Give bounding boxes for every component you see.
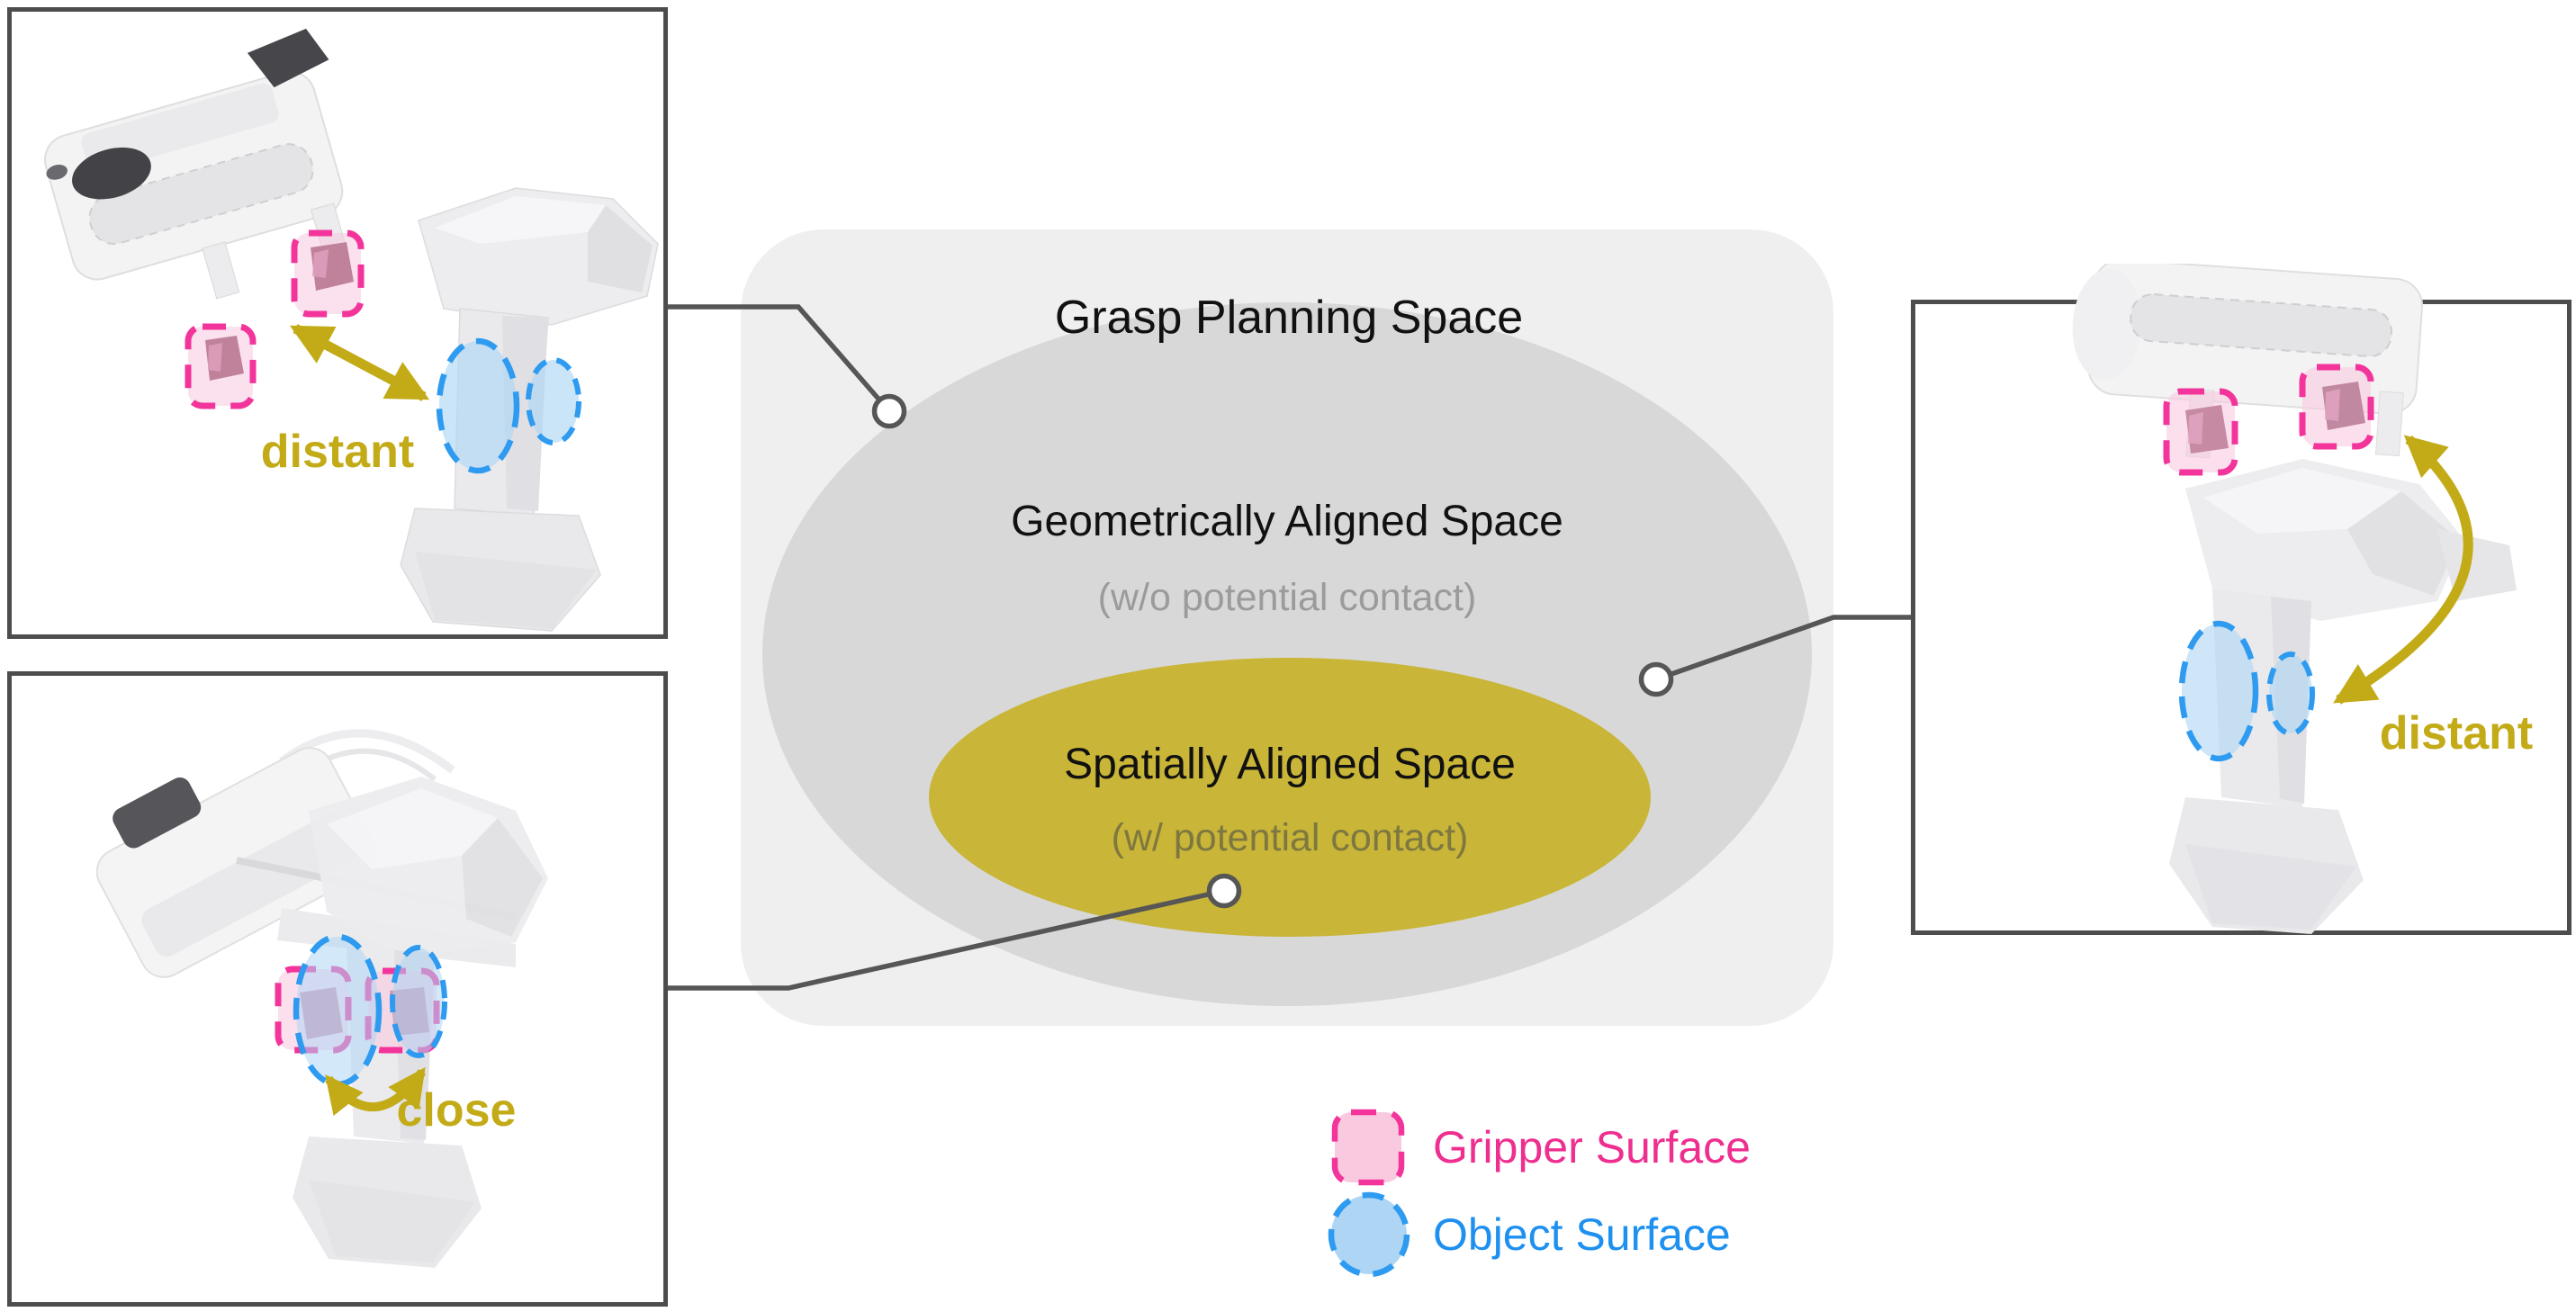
drill-nose bbox=[2437, 529, 2517, 601]
gripper-illustration bbox=[44, 28, 348, 300]
object-contact-patch bbox=[390, 945, 447, 1058]
distance-arrow bbox=[289, 324, 430, 401]
gripper-contact-patch bbox=[291, 229, 365, 318]
gripper-illustration bbox=[95, 729, 517, 978]
gripper-slot bbox=[2130, 293, 2392, 357]
geometrically-aligned-space-label: Geometrically Aligned Space bbox=[1011, 498, 1563, 545]
facet bbox=[2185, 844, 2356, 930]
facet bbox=[2072, 268, 2141, 381]
object-contact-patch bbox=[293, 933, 383, 1088]
panel-right-illustration: distant bbox=[2072, 264, 2533, 934]
object-contact-patch bbox=[2266, 652, 2315, 736]
gripper-finger-left bbox=[202, 241, 240, 300]
grasp-planning-space-label: Grasp Planning Space bbox=[1055, 292, 1523, 344]
legend-item-object-surface: Object Surface bbox=[1328, 1191, 1731, 1278]
facet bbox=[327, 788, 498, 869]
close-label: close bbox=[397, 1084, 517, 1137]
panel-bottom-left-close: close bbox=[7, 671, 668, 1307]
gripper-contact-patch bbox=[185, 323, 257, 409]
distance-label: distant bbox=[261, 426, 414, 478]
spatially-aligned-space-label: Spatially Aligned Space bbox=[1064, 741, 1516, 788]
close-arrow bbox=[325, 1066, 427, 1117]
gripper-slot bbox=[88, 143, 314, 245]
geometrically-aligned-space-note: (w/o potential contact) bbox=[1098, 576, 1477, 619]
connector-bottom-left-dot bbox=[1206, 873, 1242, 909]
gripper-surface-swatch bbox=[1331, 1109, 1405, 1186]
object-contact-patch bbox=[526, 357, 581, 445]
object-contact-patch bbox=[436, 337, 520, 474]
object-surface-swatch bbox=[1328, 1191, 1410, 1278]
drill-illustration bbox=[400, 187, 659, 632]
distance-label: distant bbox=[2380, 707, 2533, 759]
distance-arrow bbox=[2333, 435, 2473, 705]
legend-item-gripper-surface: Gripper Surface bbox=[1331, 1109, 1751, 1186]
connector-bottom-left bbox=[662, 873, 1242, 991]
facet bbox=[588, 205, 653, 292]
legend: Gripper Surface Object Surface bbox=[1328, 1109, 1751, 1278]
facet bbox=[46, 164, 68, 180]
gripper-camera bbox=[72, 147, 151, 200]
gripper-contact-patches bbox=[2163, 364, 2374, 476]
panel-right-distant: distant bbox=[1911, 264, 2571, 935]
connector-right-line bbox=[1655, 615, 1914, 682]
gripper-dark-block bbox=[247, 28, 329, 88]
panel-top-left-distant: distant bbox=[7, 7, 668, 639]
spatially-aligned-space-note: (w/ potential contact) bbox=[1112, 816, 1469, 859]
panel-bottom-left-illustration: close bbox=[95, 729, 548, 1268]
gripper-finger-right bbox=[2374, 391, 2404, 457]
gripper-contact-patches bbox=[185, 229, 365, 409]
connector-right-dot bbox=[1638, 661, 1674, 697]
gripper-surface-label: Gripper Surface bbox=[1433, 1122, 1751, 1173]
connector-top-left-line bbox=[662, 304, 892, 413]
object-surface-label: Object Surface bbox=[1433, 1209, 1731, 1260]
drill-illustration bbox=[2169, 459, 2517, 934]
facet bbox=[435, 196, 606, 244]
connector-right bbox=[1638, 615, 1914, 697]
panel-top-left-illustration: distant bbox=[44, 28, 659, 632]
facet bbox=[462, 818, 543, 937]
spatially-aligned-space-region bbox=[929, 658, 1651, 937]
facet bbox=[141, 813, 356, 957]
facet bbox=[309, 1180, 475, 1263]
gripper-contact-patch bbox=[2299, 364, 2374, 450]
connector-bottom-left-line bbox=[662, 888, 1225, 991]
contact-patches bbox=[275, 933, 447, 1088]
facet bbox=[415, 552, 597, 629]
connector-top-left-dot bbox=[871, 393, 907, 429]
connector-top-left bbox=[662, 304, 907, 429]
gripper-contact-patch bbox=[2163, 388, 2238, 476]
gripper-dark-pad bbox=[113, 777, 202, 849]
object-contact-patch bbox=[2178, 620, 2259, 762]
facet bbox=[502, 316, 548, 511]
